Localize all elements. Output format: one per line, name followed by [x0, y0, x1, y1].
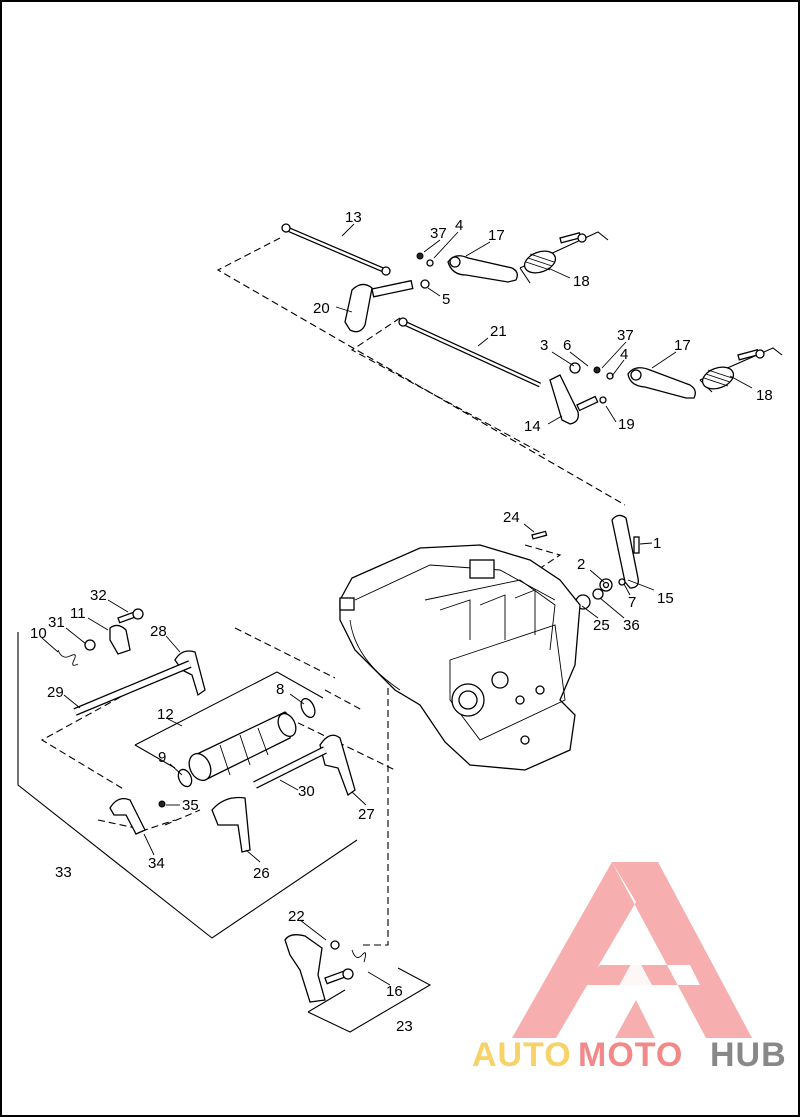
- callout-32: 32: [90, 587, 107, 604]
- lower-shift-lever: [549, 362, 614, 425]
- watermark-auto: AUTO: [472, 1036, 572, 1074]
- shift-fork-28: [174, 650, 206, 697]
- fork-shaft-30: [253, 746, 327, 789]
- lower-shift-rod: [398, 317, 542, 388]
- callout-25: 25: [593, 617, 610, 634]
- callout-18: 18: [573, 273, 590, 290]
- callout-27: 27: [358, 806, 375, 823]
- callout-30: 30: [298, 783, 315, 800]
- callout-labels: 13 37 4 17 18 20 5 21 3 6 37 4 17 18 14 …: [30, 209, 773, 1035]
- callout-12: 12: [157, 706, 174, 723]
- callout-18b: 18: [756, 387, 773, 404]
- callout-8: 8: [276, 681, 284, 698]
- transmission-case: [339, 544, 581, 771]
- callout-4: 4: [455, 217, 463, 234]
- callout-37: 37: [430, 225, 447, 242]
- callout-1: 1: [653, 535, 661, 552]
- callout-29: 29: [47, 684, 64, 701]
- callout-14: 14: [524, 418, 541, 435]
- upper-shift-rod: [281, 223, 391, 276]
- callout-31: 31: [48, 614, 65, 631]
- callout-34: 34: [148, 855, 165, 872]
- callout-26: 26: [253, 865, 270, 882]
- watermark-moto: MOTO: [578, 1036, 683, 1074]
- automotohub-logo: AUTO MOTO HUB: [472, 862, 787, 1074]
- detent-bracket-34: [109, 797, 166, 835]
- watermark-hub: HUB: [710, 1036, 787, 1074]
- callout-23: 23: [396, 1018, 413, 1035]
- callout-9: 9: [158, 749, 166, 766]
- callout-2: 2: [577, 556, 585, 573]
- callout-24: 24: [503, 509, 520, 526]
- callout-20: 20: [313, 300, 330, 317]
- shift-drum: [177, 697, 316, 788]
- callout-37b: 37: [617, 327, 634, 344]
- guide-lines: [17, 231, 783, 1033]
- callout-7: 7: [628, 594, 636, 611]
- callout-17: 17: [488, 227, 505, 244]
- callout-16: 16: [386, 983, 403, 1000]
- shifter-arm-assembly: [531, 514, 640, 610]
- callout-36: 36: [623, 617, 640, 634]
- callout-28: 28: [150, 623, 167, 640]
- upper-shift-peg-arm: [447, 255, 518, 283]
- callout-11: 11: [70, 605, 86, 622]
- callout-leaders: [41, 223, 753, 986]
- callout-3: 3: [540, 337, 548, 354]
- shift-lever-spring-parts: [57, 608, 144, 666]
- callout-5: 5: [442, 291, 450, 308]
- callout-22: 22: [288, 908, 305, 925]
- callout-10: 10: [30, 625, 47, 642]
- callout-19: 19: [618, 416, 635, 433]
- shift-fork-26: [211, 796, 251, 853]
- callout-4b: 4: [620, 346, 628, 363]
- logo-triangle-mark: [512, 862, 752, 1038]
- callout-6: 6: [563, 337, 571, 354]
- callout-21: 21: [490, 323, 507, 340]
- callout-35: 35: [182, 797, 199, 814]
- callout-15: 15: [657, 590, 674, 607]
- callout-33: 33: [55, 864, 72, 881]
- lower-footpeg: [701, 349, 765, 390]
- shift-pawl-assembly: [284, 934, 367, 1003]
- fork-shaft-29: [73, 660, 192, 716]
- callout-13: 13: [345, 209, 362, 226]
- upper-shift-lever: [344, 252, 434, 333]
- callout-17b: 17: [674, 337, 691, 354]
- lower-shift-peg-arm: [627, 367, 696, 399]
- upper-footpeg: [523, 232, 587, 274]
- shift-fork-27: [319, 734, 356, 797]
